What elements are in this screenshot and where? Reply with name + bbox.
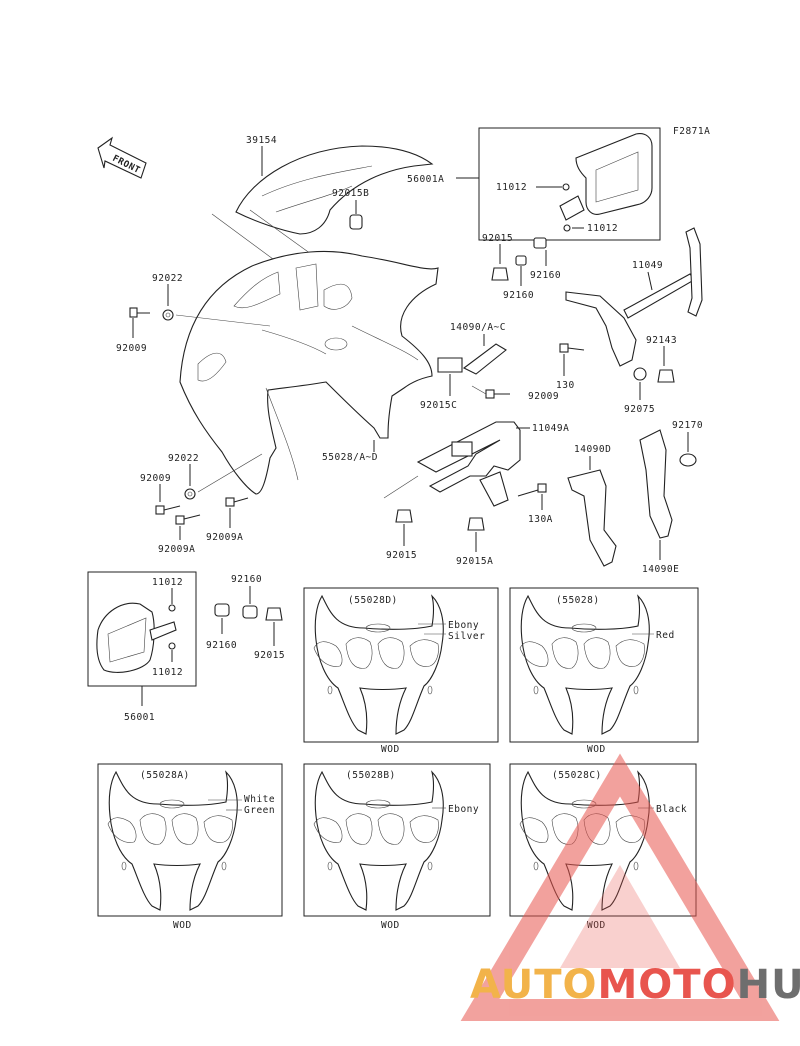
nut-92160-b bbox=[515, 255, 527, 266]
stay-11049a bbox=[416, 421, 521, 507]
label-92015c: 92015C bbox=[420, 400, 457, 411]
variant-code: (55028) bbox=[556, 595, 600, 606]
bolt-92009-a bbox=[129, 307, 150, 318]
variant-color-1: White bbox=[244, 794, 275, 805]
watermark-part-3: HUB bbox=[736, 962, 800, 1008]
bolt-92009-c bbox=[155, 505, 181, 515]
nut-92160-a bbox=[533, 237, 547, 249]
variant-code: (55028D) bbox=[348, 595, 398, 606]
variant-color-1: Ebony bbox=[448, 804, 479, 815]
label-92009-b: 92009 bbox=[528, 391, 559, 402]
variant-footer: WOD bbox=[381, 744, 400, 755]
fairing-outline bbox=[107, 770, 238, 911]
washer-92022-b bbox=[184, 488, 196, 500]
variant-code: (55028C) bbox=[552, 770, 602, 781]
variant-code: (55028B) bbox=[346, 770, 396, 781]
variant-footer: WOD bbox=[587, 920, 606, 931]
variant-color-1: Red bbox=[656, 630, 675, 641]
grommet-92015b bbox=[349, 214, 363, 230]
label-11049: 11049 bbox=[632, 260, 663, 271]
label-11012-d: 11012 bbox=[152, 667, 183, 678]
windshield bbox=[235, 145, 434, 235]
label-92015-a: 92015 bbox=[482, 233, 513, 244]
front-arrow-icon: FRONT bbox=[97, 136, 147, 179]
label-11012-b: 11012 bbox=[587, 223, 618, 234]
variant-panel-55028a: (55028A) White Green WOD bbox=[97, 763, 283, 931]
fairing-outline bbox=[519, 594, 650, 735]
nut-92160-c bbox=[242, 605, 258, 619]
panel-14090e bbox=[639, 429, 673, 539]
label-92015a: 92015A bbox=[456, 556, 493, 567]
variant-footer: WOD bbox=[173, 920, 192, 931]
label-92009a-2: 92009A bbox=[206, 532, 243, 543]
fairing-outline bbox=[313, 770, 444, 911]
variant-footer: WOD bbox=[587, 744, 606, 755]
label-92009-a: 92009 bbox=[116, 343, 147, 354]
label-92015b: 92015B bbox=[332, 188, 369, 199]
stay-11049 bbox=[565, 227, 703, 367]
variant-color-1: Black bbox=[656, 804, 687, 815]
mirror-56001a bbox=[559, 133, 653, 221]
watermark-text: AUTOMOTOHUB bbox=[470, 962, 800, 1008]
label-56001: 56001 bbox=[124, 712, 155, 723]
bracket-14090ac bbox=[437, 343, 507, 375]
bolt-130a bbox=[517, 483, 547, 497]
fairing-outline bbox=[313, 594, 444, 735]
label-92009a-1: 92009A bbox=[158, 544, 195, 555]
figure-code: F2871A bbox=[673, 126, 710, 137]
bolt-92009a-1 bbox=[175, 514, 201, 525]
mirror-56001 bbox=[96, 602, 177, 673]
cap-92170 bbox=[679, 453, 697, 467]
mirror-box-56001a bbox=[478, 127, 661, 241]
bolt-130 bbox=[559, 343, 585, 353]
bolt-92009a-2 bbox=[225, 497, 249, 507]
variant-panel-55028b: (55028B) Ebony WOD bbox=[303, 763, 491, 931]
watermark-logo-icon bbox=[460, 753, 780, 1021]
variant-footer: WOD bbox=[381, 920, 400, 931]
label-14090d: 14090D bbox=[574, 444, 611, 455]
label-92160-c: 92160 bbox=[231, 574, 262, 585]
grommet-92015-b bbox=[395, 509, 413, 523]
collar-92075 bbox=[633, 367, 647, 381]
label-92143: 92143 bbox=[646, 335, 677, 346]
panel-14090d bbox=[567, 469, 617, 567]
label-92160-d: 92160 bbox=[206, 640, 237, 651]
label-56001a: 56001A bbox=[407, 174, 444, 185]
label-14090e: 14090E bbox=[642, 564, 679, 575]
label-130: 130 bbox=[556, 380, 575, 391]
upper-fairing bbox=[179, 250, 439, 495]
watermark-part-1: AUTO bbox=[470, 962, 598, 1008]
label-92170: 92170 bbox=[672, 420, 703, 431]
label-92160-a: 92160 bbox=[530, 270, 561, 281]
label-92160-b: 92160 bbox=[503, 290, 534, 301]
variant-code: (55028A) bbox=[140, 770, 190, 781]
label-92022-b: 92022 bbox=[168, 453, 199, 464]
variant-color-2: Green bbox=[244, 805, 275, 816]
variant-panel-55028d: (55028D) Ebony Silver WOD bbox=[303, 587, 499, 755]
label-92075: 92075 bbox=[624, 404, 655, 415]
bolt-92009-b bbox=[485, 389, 510, 399]
nut-92160-d bbox=[214, 603, 230, 617]
label-92009-c: 92009 bbox=[140, 473, 171, 484]
label-92022-a: 92022 bbox=[152, 273, 183, 284]
grommet-92143 bbox=[657, 369, 675, 383]
grommet-92015-c bbox=[265, 607, 283, 621]
watermark-part-2: MOTO bbox=[597, 962, 737, 1008]
label-39154: 39154 bbox=[246, 135, 277, 146]
variant-color-2: Silver bbox=[448, 631, 485, 642]
label-14090ac: 14090/A~C bbox=[450, 322, 506, 333]
grommet-92015-a bbox=[491, 267, 509, 281]
label-92015-c: 92015 bbox=[254, 650, 285, 661]
washer-92022-a bbox=[162, 309, 174, 321]
label-55028ad: 55028/A~D bbox=[322, 452, 378, 463]
variant-color-1: Ebony bbox=[448, 620, 479, 631]
label-92015-b: 92015 bbox=[386, 550, 417, 561]
grommet-92015a bbox=[467, 517, 485, 531]
label-11049a: 11049A bbox=[532, 423, 569, 434]
variant-panel-55028: (55028) Red WOD bbox=[509, 587, 699, 755]
label-11012-c: 11012 bbox=[152, 577, 183, 588]
label-11012-a: 11012 bbox=[496, 182, 527, 193]
label-130a: 130A bbox=[528, 514, 553, 525]
